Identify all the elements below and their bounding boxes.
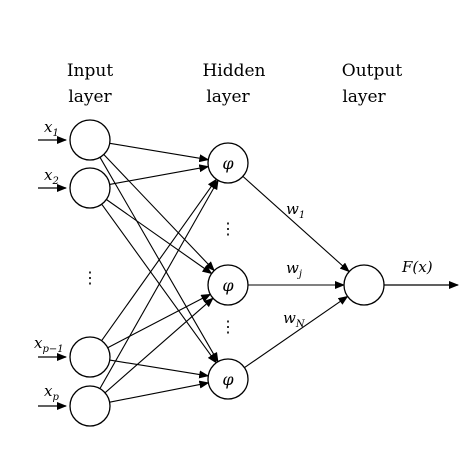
hidden-node-n (207, 358, 249, 400)
hidden-ellipsis-upper: ⋮ (220, 219, 236, 238)
weight-label-wj: wj (286, 259, 302, 280)
connection-input-3-hidden-3 (109, 359, 210, 379)
connection-input-2-hidden-1 (109, 164, 210, 185)
connection-input-3-hidden-2 (107, 293, 212, 349)
input-hidden-connections (99, 142, 219, 403)
input-label-xp: xp (44, 382, 59, 403)
input-label-x1: x1 (44, 118, 59, 139)
input-ellipsis: ⋮ (82, 268, 98, 287)
hidden-layer-heading-2: layer (206, 87, 250, 107)
hidden-node-j (207, 264, 249, 306)
connection-input-1-hidden-2 (103, 154, 215, 272)
input-label-xp-1: xp−1 (34, 334, 64, 355)
input-layer-heading-2: layer (68, 87, 112, 107)
input-label-x2: x2 (44, 166, 59, 187)
input-node-2 (69, 167, 111, 209)
hidden-layer-heading: Hidden (202, 61, 265, 81)
connection-hidden-1-output (242, 175, 350, 273)
hidden-node-1 (207, 142, 249, 184)
hidden-node-1-symbol: φ (222, 154, 234, 173)
weight-label-wn: wN (283, 309, 306, 330)
connection-input-4-hidden-1 (99, 179, 219, 389)
output-layer-heading: Output (342, 61, 403, 81)
input-layer-heading: Input (67, 61, 113, 81)
output-node (343, 264, 385, 306)
hidden-node-j-symbol: φ (222, 276, 234, 295)
hidden-ellipsis-lower: ⋮ (220, 317, 236, 336)
connection-input-4-hidden-3 (109, 380, 210, 403)
output-layer-heading-2: layer (342, 87, 386, 107)
hidden-output-connections (242, 175, 350, 369)
input-node-p (69, 385, 111, 427)
connection-input-1-hidden-1 (109, 142, 210, 163)
connection-input-4-hidden-2 (104, 297, 214, 394)
weight-label-w1: w1 (286, 200, 305, 221)
connection-input-3-hidden-1 (101, 178, 217, 342)
input-node-1 (69, 119, 111, 161)
input-node-p-1 (69, 336, 111, 378)
hidden-node-n-symbol: φ (222, 370, 234, 389)
connection-input-2-hidden-2 (106, 199, 213, 275)
connection-hidden-3-output (244, 295, 349, 369)
output-label: F(x) (401, 258, 433, 276)
